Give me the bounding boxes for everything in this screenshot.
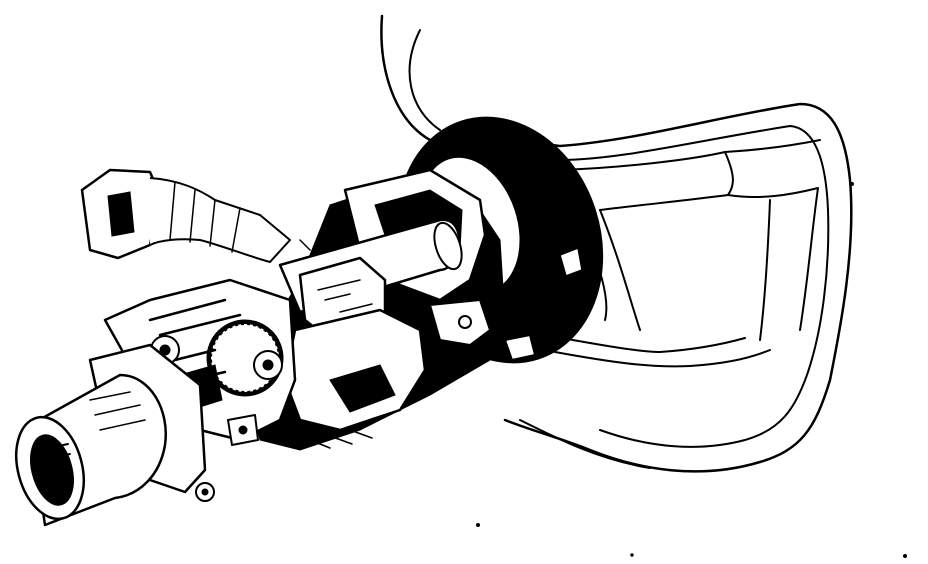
hub-slot <box>559 247 583 277</box>
gear-lower-tab-hole <box>238 425 248 435</box>
steering-wheel-right-spoke <box>599 187 819 341</box>
column-housing <box>249 168 536 451</box>
speck-1 <box>850 182 854 186</box>
steering-shaft-end <box>433 221 463 271</box>
splined-shaft-tube <box>15 343 215 527</box>
switch-box-detail <box>317 279 373 313</box>
detail-strokes <box>299 182 907 558</box>
lower-casing-shadow <box>329 364 396 413</box>
small-gear-axle <box>159 344 171 356</box>
steering-wheel-inner-rim <box>408 29 830 448</box>
wiring-harness <box>80 168 291 263</box>
hatching-upper <box>299 229 351 251</box>
flange-bolt-center <box>201 488 209 496</box>
toothed-gear-axle <box>262 359 274 371</box>
side-bracket-bolt <box>458 315 472 329</box>
harness-cable <box>149 177 291 263</box>
steering-wheel-lower-spoke <box>544 334 771 368</box>
linkage-rods <box>148 298 242 382</box>
mounting-tab <box>504 334 536 361</box>
shaft-splines <box>36 443 71 491</box>
connector-plug-face <box>107 191 135 237</box>
shaft-tube-shading <box>89 391 146 431</box>
steering-wheel-upper-spoke <box>559 139 821 211</box>
speck-4 <box>630 553 634 557</box>
lower-casing <box>283 308 427 432</box>
speck-2 <box>476 523 480 527</box>
steering-hub-highlight <box>494 138 577 301</box>
speck-3 <box>903 554 907 558</box>
harness-cable-ties <box>169 181 241 253</box>
shaft-tube-bore <box>30 434 74 506</box>
hatching-lower <box>309 429 373 449</box>
